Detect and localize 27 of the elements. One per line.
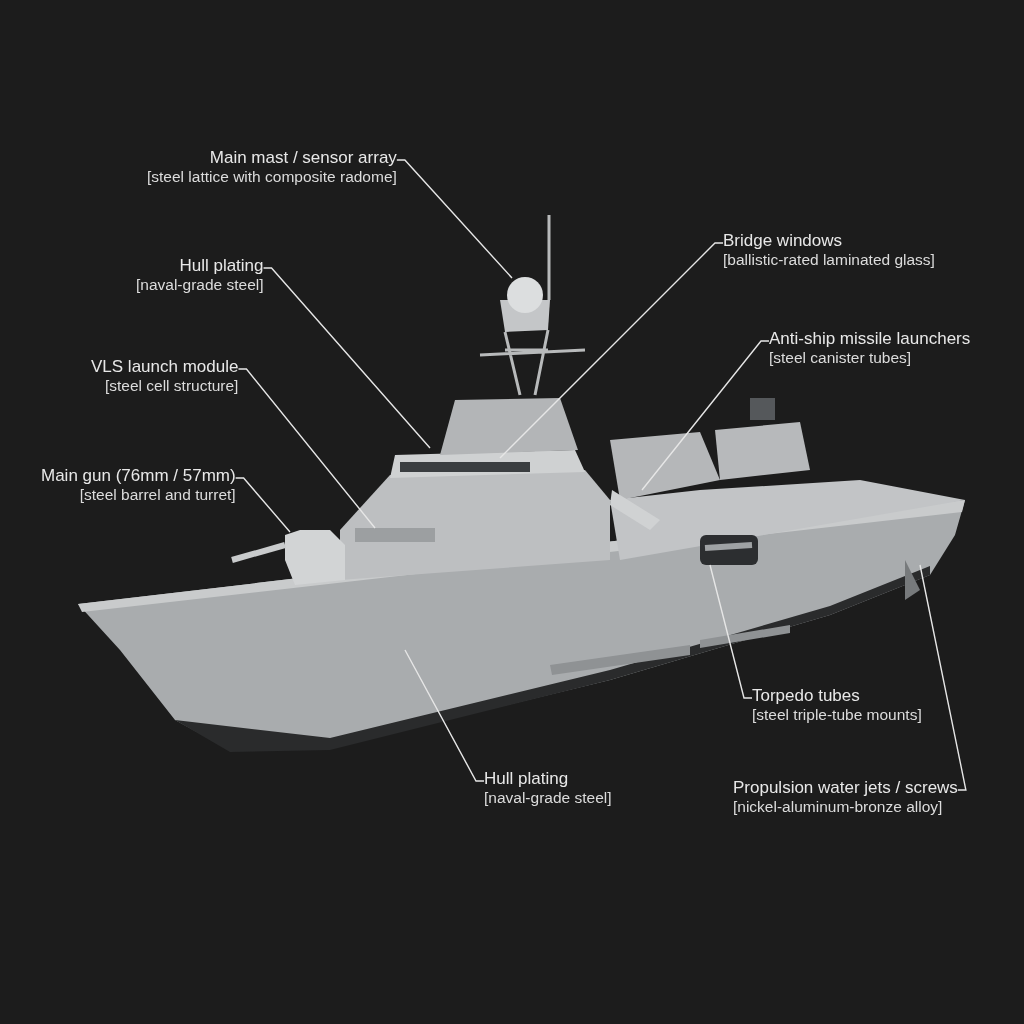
material-note: [ballistic-rated laminated glass] <box>723 251 935 270</box>
part-name: Hull plating <box>484 769 569 790</box>
material-note: [steel canister tubes] <box>769 349 912 368</box>
leader-line <box>641 340 770 491</box>
material-note: [naval-grade steel] <box>484 789 612 808</box>
material-note: [steel barrel and turret] <box>79 486 236 505</box>
part-name: VLS launch module <box>91 357 239 378</box>
leader-line <box>396 159 513 279</box>
material-note: [steel cell structure] <box>104 377 239 396</box>
leader-line <box>919 564 967 791</box>
leader-line <box>404 649 485 782</box>
material-note: [steel triple-tube mounts] <box>752 706 922 725</box>
part-name: Main mast / sensor array <box>209 148 397 169</box>
part-name: Anti-ship missile launchers <box>769 329 971 350</box>
part-name: Main gun (76mm / 57mm) <box>41 466 236 487</box>
leader-line <box>262 267 431 449</box>
material-note: [nickel-aluminum-bronze alloy] <box>733 798 943 817</box>
part-name: Propulsion water jets / screws <box>733 778 958 799</box>
part-name: Bridge windows <box>723 231 843 252</box>
part-name: Torpedo tubes <box>752 686 860 707</box>
leader-line <box>709 564 753 699</box>
leader-line <box>499 242 724 459</box>
leader-line <box>234 477 291 533</box>
material-note: [naval-grade steel] <box>136 276 264 295</box>
leader-line <box>237 368 376 529</box>
material-note: [steel lattice with composite radome] <box>147 168 397 187</box>
part-name: Hull plating <box>179 256 264 277</box>
